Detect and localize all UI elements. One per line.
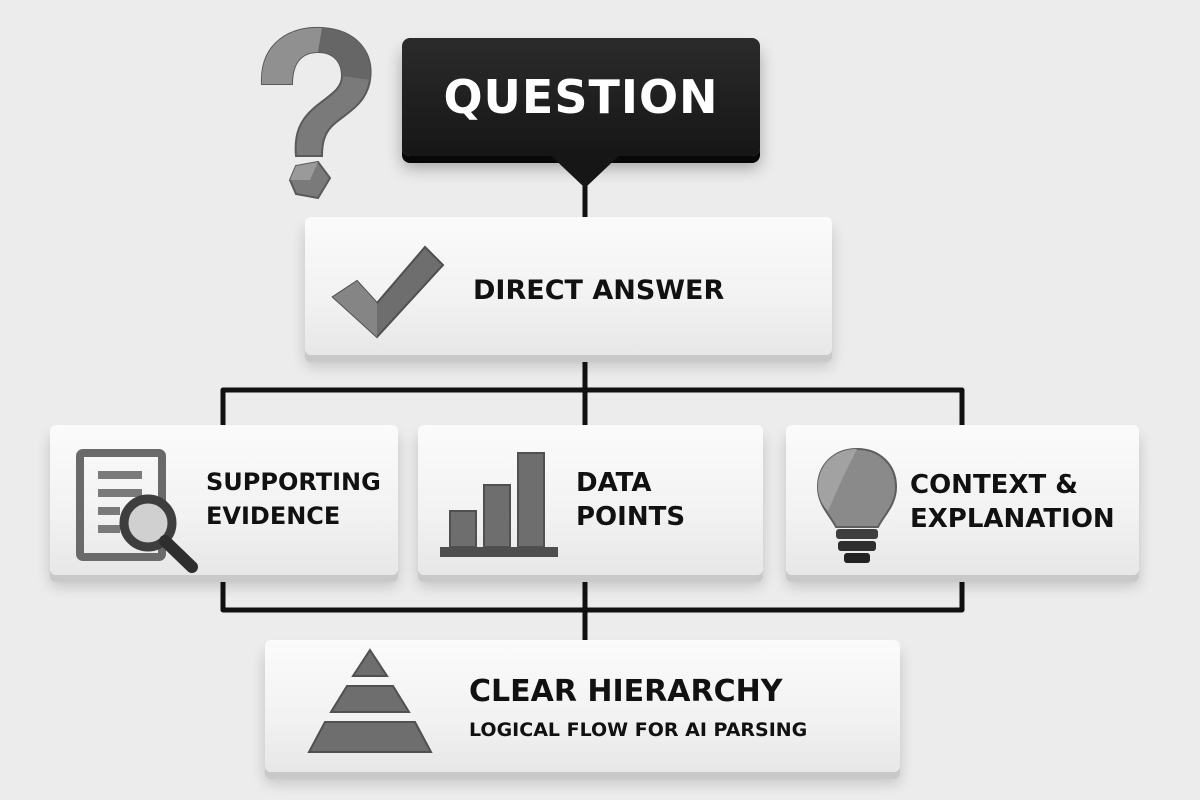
pyramid-icon (307, 648, 433, 753)
context-line1: CONTEXT & (910, 470, 1078, 500)
clear-hierarchy-block: CLEAR HIERARCHY LOGICAL FLOW FOR AI PARS… (265, 640, 900, 772)
bubble-pointer (545, 150, 625, 188)
question-bubble: QUESTION (402, 38, 760, 156)
document-magnifier-icon (76, 449, 198, 573)
lightbulb-icon (816, 447, 898, 563)
supporting-evidence-block: SUPPORTING EVIDENCE (50, 425, 398, 575)
checkmark-icon (331, 245, 445, 339)
direct-answer-block: DIRECT ANSWER (305, 217, 832, 355)
bar-chart-icon (440, 452, 558, 557)
data-points-line1: DATA (576, 468, 652, 498)
question-label: QUESTION (443, 70, 719, 124)
supporting-evidence-line2: EVIDENCE (206, 502, 341, 530)
context-explanation-block: CONTEXT & EXPLANATION (786, 425, 1139, 575)
hierarchy-subtitle: LOGICAL FLOW FOR AI PARSING (469, 719, 808, 741)
hierarchy-title: CLEAR HIERARCHY (469, 674, 783, 709)
question-mark-icon (260, 26, 372, 200)
direct-answer-label: DIRECT ANSWER (473, 275, 725, 306)
data-points-line2: POINTS (576, 502, 686, 532)
data-points-block: DATA POINTS (418, 425, 763, 575)
context-line2: EXPLANATION (910, 504, 1115, 534)
supporting-evidence-line1: SUPPORTING (206, 468, 381, 496)
